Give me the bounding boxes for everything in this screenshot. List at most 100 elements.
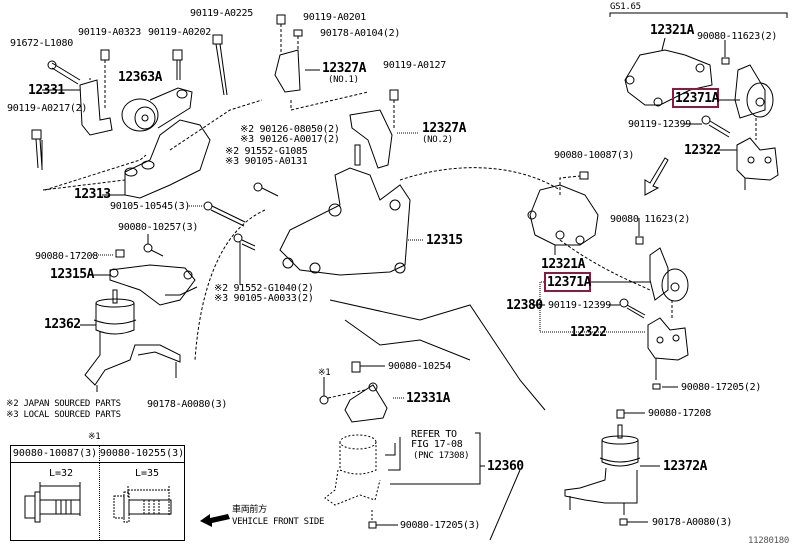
bolt-table-divider [99, 462, 100, 540]
part-label-90105-A0033[interactable]: ※3 90105-A0033(2) [214, 293, 314, 304]
bolt-90119-12399-mid [608, 298, 646, 319]
part-label-90119-12399-top[interactable]: 90119-12399 [628, 119, 691, 130]
part-label-12331A[interactable]: 12331A [406, 391, 450, 406]
bolt-90119-A0323 [100, 49, 110, 110]
part-label-12315A[interactable]: 12315A [50, 267, 94, 282]
mark-1: ※1 [318, 368, 331, 378]
part-label-12380[interactable]: 12380 [506, 298, 543, 313]
refer-link-fig-17-08[interactable]: FIG 17-08 [411, 439, 463, 450]
part-label-90080-10257[interactable]: 90080-10257(3) [118, 222, 199, 233]
part-label-90080-11623-mid[interactable]: 90080 11623(2) [610, 214, 691, 225]
bracket-12315A [92, 249, 196, 306]
part-label-12321A-top[interactable]: 12321A [650, 23, 694, 38]
bolt-icon-L32 [24, 482, 81, 523]
part-label-90105-A0131[interactable]: ※3 90105-A0131 [225, 156, 308, 167]
nut-90080-17205-bottom [368, 521, 398, 529]
bolt-91552-G1040 [233, 233, 256, 285]
bolt-length-1: L=32 [49, 468, 74, 479]
bolt-icon-L35 [113, 486, 172, 523]
part-label-90126-08050[interactable]: ※2 90126-08050(2) [240, 124, 340, 135]
bracket-12321A-top [624, 37, 713, 107]
note-local-sourced: ※3 LOCAL SOURCED PARTS [6, 410, 121, 420]
highlight-12371A-top [672, 88, 719, 108]
part-label-90080-17205-right[interactable]: 90080-17205(2) [681, 382, 762, 393]
bracket-12315 [279, 167, 424, 276]
bolt-length-table: 90080-10087(3) 90080-10255(3) L=32 L=35 [10, 445, 185, 541]
mount-12371A-mid [559, 218, 689, 320]
bolt-table-header-1[interactable]: 90080-10087(3) [11, 446, 100, 463]
part-label-90178-A0104[interactable]: 90178-A0104(2) [320, 28, 401, 39]
part-label-90119-A0225[interactable]: 90119-A0225 [190, 8, 253, 19]
bolt-drawings [24, 482, 172, 523]
bolt-90119-12399-top [685, 115, 731, 138]
part-label-91552-G1040[interactable]: ※2 91552-G1040(2) [214, 283, 314, 294]
bracket-12331 [48, 79, 113, 136]
part-label-90080-17208-left[interactable]: 90080-17208 [35, 251, 98, 262]
note-japan-sourced: ※2 JAPAN SOURCED PARTS [6, 399, 121, 409]
vehicle-front-japanese: 車両前方 [232, 505, 267, 515]
bracket-12322-top [718, 137, 779, 190]
bolt-table-mark: ※1 [88, 432, 101, 442]
part-label-90080-10254[interactable]: 90080-10254 [388, 361, 451, 372]
part-label-90119-A0323[interactable]: 90119-A0323 [78, 27, 141, 38]
leader-lines [42, 69, 320, 326]
part-label-12363A[interactable]: 12363A [118, 70, 162, 85]
part-label-12327A-no2-sub: (NO.2) [422, 135, 453, 145]
part-label-12327A-no2[interactable]: 12327A [422, 121, 466, 136]
engine-mount-12372A [564, 409, 660, 526]
group-label-gs: GS1.65 [610, 2, 641, 12]
part-label-90119-A0217[interactable]: 90119-A0217(2) [7, 103, 88, 114]
refer-line-1: REFER TO [411, 429, 457, 440]
engine-outline-solid [329, 299, 546, 541]
part-label-91552-G1085[interactable]: ※2 91552-G1085 [225, 146, 308, 157]
mount-12371A-top [718, 40, 774, 140]
part-label-12362[interactable]: 12362 [44, 317, 81, 332]
part-label-90126-A0017[interactable]: ※3 90126-A0017(2) [240, 134, 340, 145]
part-label-12331[interactable]: 12331 [28, 83, 65, 98]
bolt-90119-A0225 [212, 34, 228, 96]
engine-mount-12360 [324, 434, 381, 520]
part-label-12313[interactable]: 12313 [74, 187, 111, 202]
engine-mount-12362 [84, 289, 181, 392]
part-label-12322-mid[interactable]: 12322 [570, 325, 607, 340]
part-label-12360[interactable]: 12360 [487, 459, 524, 474]
part-label-12327A-no1[interactable]: 12327A [322, 61, 366, 76]
part-label-90119-A0127[interactable]: 90119-A0127 [383, 60, 446, 71]
part-label-90178-A0080-left[interactable]: 90178-A0080(3) [147, 399, 228, 410]
part-label-12315[interactable]: 12315 [426, 233, 463, 248]
bolt-90119-A0202 [172, 49, 183, 80]
refer-line-3: (PNC 17308) [413, 451, 470, 461]
bracket-12331A [319, 361, 404, 423]
part-label-12321A-mid[interactable]: 12321A [541, 257, 585, 272]
bolt-91672-L1080 [47, 60, 81, 85]
part-label-90119-A0201[interactable]: 90119-A0201 [303, 12, 366, 23]
bracket-12321A-mid [527, 171, 599, 255]
part-label-90080-17208-right[interactable]: 90080-17208 [648, 408, 711, 419]
part-label-90080-11623-top[interactable]: 90080-11623(2) [697, 31, 778, 42]
part-label-90080-17205-bottom[interactable]: 90080-17205(3) [400, 520, 481, 531]
bracket-12327A-no1 [274, 14, 369, 111]
bracket-12327A-no2 [349, 89, 418, 169]
part-label-12371A-top[interactable]: 12371A [675, 91, 719, 106]
part-label-12322-top[interactable]: 12322 [684, 143, 721, 158]
engine-outline [194, 167, 561, 361]
bolt-table-header-2[interactable]: 90080-10255(3) [99, 446, 185, 463]
part-label-90119-A0202[interactable]: 90119-A0202 [148, 27, 211, 38]
bolt-length-2: L=35 [135, 468, 160, 479]
vehicle-front-english: VEHICLE FRONT SIDE [232, 517, 325, 527]
bracket-12322-mid [647, 317, 689, 390]
part-label-12371A-mid[interactable]: 12371A [547, 275, 591, 290]
part-label-90105-10545[interactable]: 90105-10545(3) [110, 201, 191, 212]
bolt-90080-10257 [143, 234, 164, 257]
part-label-90119-12399-mid[interactable]: 90119-12399 [548, 300, 611, 311]
part-label-91672-L1080[interactable]: 91672-L1080 [10, 38, 73, 49]
part-label-12372A[interactable]: 12372A [663, 459, 707, 474]
torque-rod-12363A [121, 87, 193, 132]
part-label-90080-10087[interactable]: 90080-10087(3) [554, 150, 635, 161]
part-label-90178-A0080-right[interactable]: 90178-A0080(3) [652, 517, 733, 528]
group-bracket-gs [609, 12, 788, 18]
bolt-90105-10545 [187, 182, 279, 227]
vehicle-front-arrow-icon [200, 514, 230, 527]
